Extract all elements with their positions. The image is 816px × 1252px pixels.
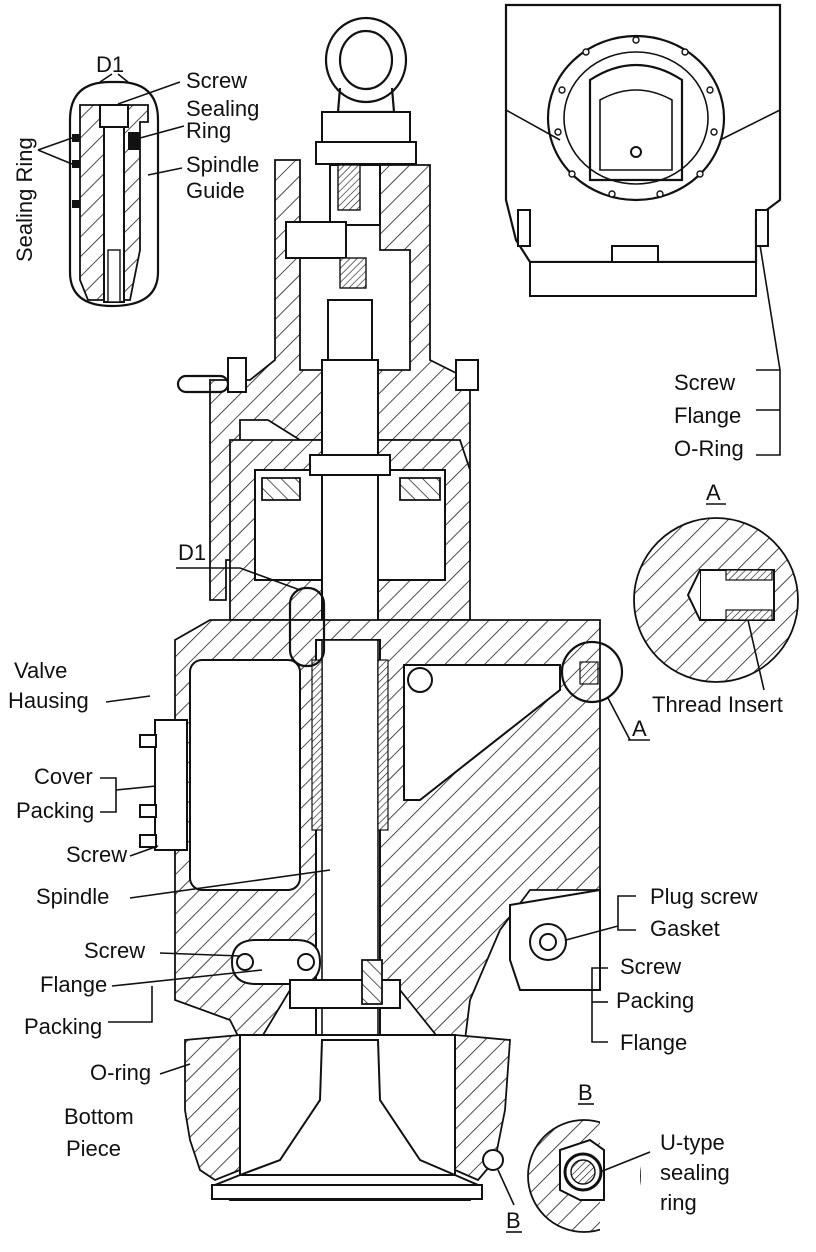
leader-spindle [129,869,331,899]
b-pointer-tag: B [506,1208,521,1233]
label-screw-top: Screw [186,68,247,93]
label-sealing-ring-right-2: Ring [186,118,231,143]
label-sealing-ring-right-1: Sealing [186,96,259,121]
label-o-ring-right: O-Ring [674,436,744,461]
d1-pointer-tag: D1 [178,540,206,565]
label-cover: Cover [34,764,93,789]
label-u-type-3: ring [660,1190,697,1215]
label-spindle-guide-2: Guide [186,178,245,203]
label-spindle-guide-1: Spindle [186,152,259,177]
label-o-ring-left: O-ring [90,1060,151,1085]
a-detail-tag: A [706,480,721,505]
label-packing-left: Packing [16,798,94,823]
label-packing-left-2: Packing [24,1014,102,1039]
leader-sealing-ring-left-1 [37,137,73,151]
label-gasket: Gasket [650,916,720,941]
label-valve-housing-1: Valve [14,658,67,683]
label-thread-insert: Thread Insert [652,692,783,717]
label-screw-left: Screw [66,842,127,867]
label-valve-housing-2: Hausing [8,688,89,713]
detail-b [527,1103,651,1233]
label-flange-right: Flange [674,403,741,428]
label-screw-left-2: Screw [84,938,145,963]
detail-d1 [68,73,160,308]
label-flange-left: Flange [40,972,107,997]
label-u-type-2: sealing [660,1160,730,1185]
eye-bolt [315,16,417,165]
leader-screw-top [117,81,181,105]
label-packing-lower-right: Packing [616,988,694,1013]
d1-detail-tag: D1 [96,52,124,77]
side-handle [176,357,247,394]
label-screw-lower-right: Screw [620,954,681,979]
label-bottom-piece-1: Bottom [64,1104,134,1129]
b-detail-tag: B [578,1080,593,1105]
label-bottom-piece-2: Piece [66,1136,121,1161]
main-valve-body [139,16,601,1201]
spindle-flange [230,939,322,985]
a-pointer-tag: A [632,716,647,741]
leader-sealing-ring-left-2 [37,149,73,165]
label-screw-right: Screw [674,370,735,395]
label-spindle: Spindle [36,884,109,909]
label-sealing-ring-left: Sealing Ring [12,137,37,262]
detail-a [633,503,799,691]
bottom-piece [184,1034,241,1182]
label-u-type-1: U-type [660,1130,725,1155]
housing-cover [154,719,188,851]
top-right-view [504,3,782,456]
leader-spindle-guide [147,167,183,176]
label-plug-screw: Plug screw [650,884,758,909]
leader-valve-housing [105,695,151,703]
leader-sealing-ring-right [139,125,185,139]
label-flange-lower-right: Flange [620,1030,687,1055]
